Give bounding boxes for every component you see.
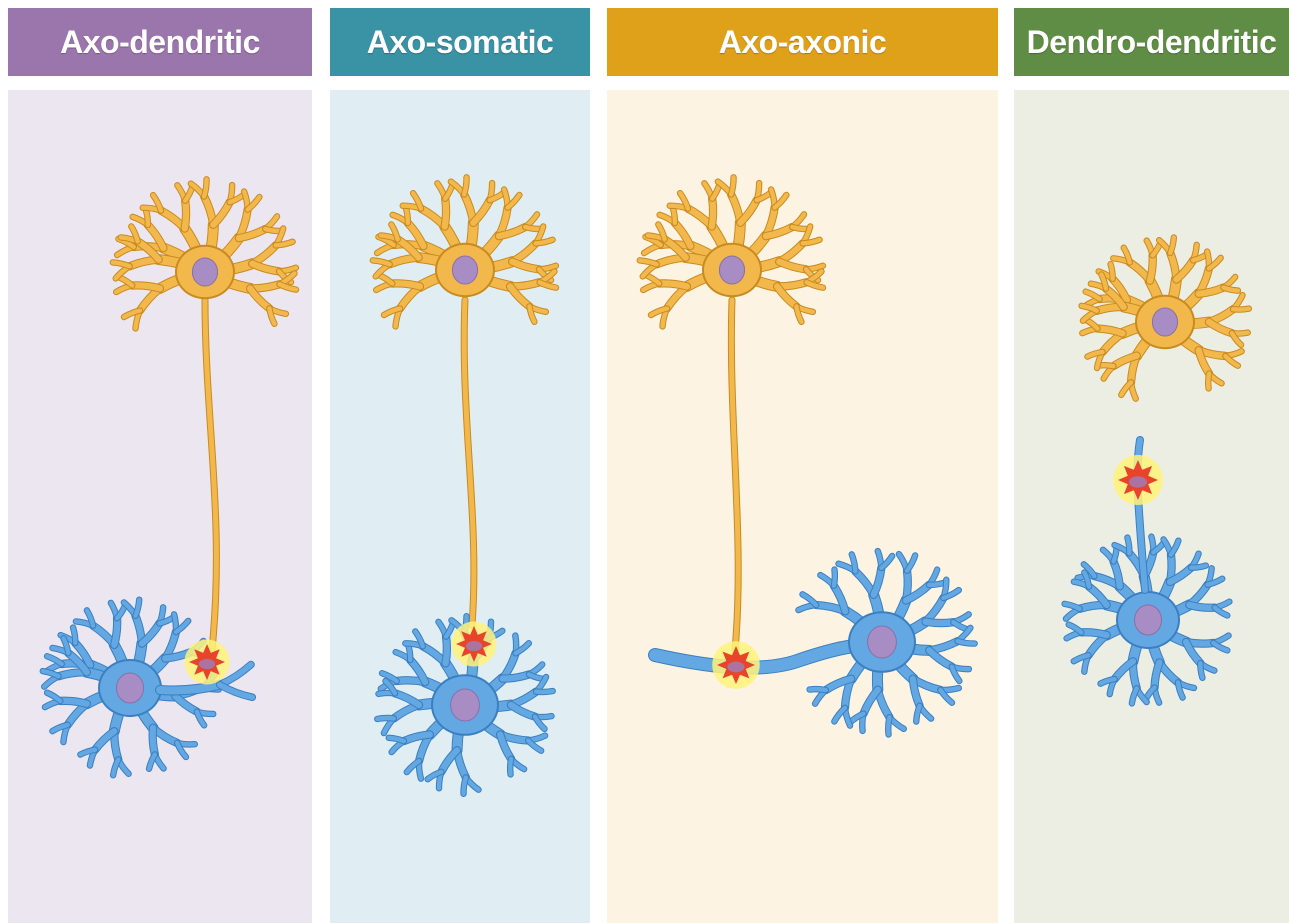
nucleus-icon bbox=[452, 256, 477, 284]
nucleus-icon bbox=[1152, 308, 1177, 336]
nucleus-icon bbox=[719, 256, 744, 284]
nucleus-icon bbox=[868, 626, 897, 658]
postsynaptic-neuron-icon bbox=[1065, 537, 1230, 704]
axon-presynaptic bbox=[731, 300, 738, 650]
nucleus-icon bbox=[1135, 605, 1162, 635]
axon-presynaptic bbox=[464, 300, 474, 625]
axon-presynaptic bbox=[205, 300, 216, 650]
synapse-burst-icon bbox=[712, 641, 760, 689]
nucleus-icon bbox=[451, 689, 480, 721]
synapse-burst-icon bbox=[1113, 455, 1163, 505]
postsynaptic-neuron-icon bbox=[798, 551, 974, 734]
nucleus-icon bbox=[192, 258, 217, 286]
synapse-burst-icon bbox=[452, 622, 497, 667]
axon-postsynaptic bbox=[655, 643, 880, 668]
nucleus-icon bbox=[117, 673, 144, 703]
presynaptic-neuron-icon bbox=[1082, 238, 1249, 399]
synapse-burst-icon bbox=[185, 640, 230, 685]
